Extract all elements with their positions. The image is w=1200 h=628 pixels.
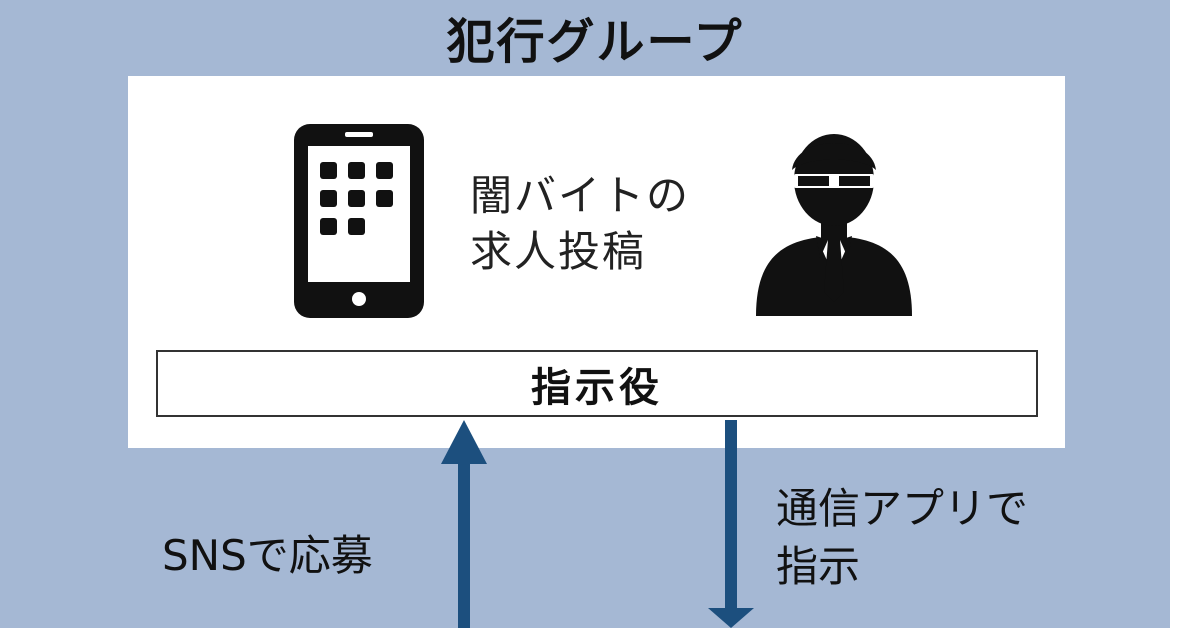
role-label: 指示役 <box>531 364 663 411</box>
instruct-line-1: 通信アプリで <box>776 484 1029 533</box>
instructor-role-box: 指示役 <box>156 350 1038 417</box>
down-arrow-icon <box>708 420 754 628</box>
instruct-via-messaging-label: 通信アプリで 指示 <box>776 480 1028 596</box>
job-post-line-2: 求人投稿 <box>470 227 647 276</box>
smartphone-icon <box>294 124 424 318</box>
job-post-label: 闇バイトの 求人投稿 <box>470 168 690 280</box>
job-post-line-1: 闇バイトの <box>470 171 691 220</box>
apply-via-sns-label: SNSで応募 <box>162 531 373 580</box>
up-arrow-icon <box>441 420 487 628</box>
group-title: 犯行グループ <box>446 14 744 70</box>
person-in-suit-with-sunglasses-icon <box>756 134 912 316</box>
instruct-line-2: 指示 <box>776 542 861 591</box>
